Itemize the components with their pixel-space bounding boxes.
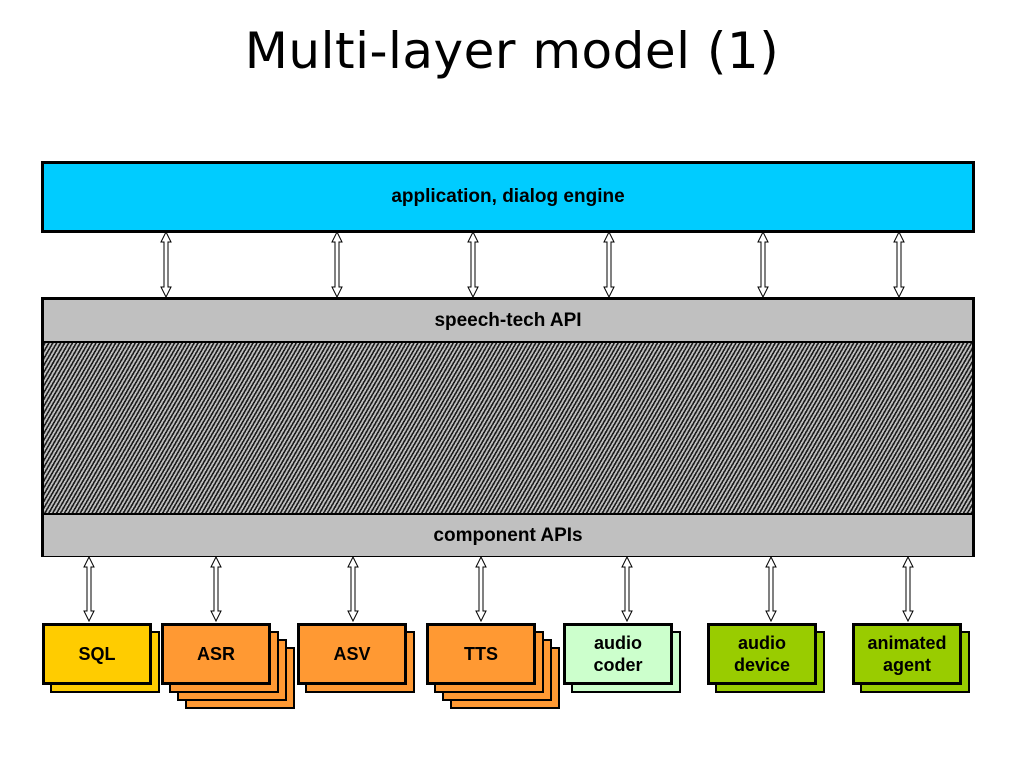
component-audio-coder: audio coder <box>563 623 691 693</box>
upper-connector-arrow-3 <box>467 230 479 299</box>
component-animated-agent: animated agent <box>852 623 980 693</box>
application-layer-label: application, dialog engine <box>391 186 625 207</box>
component-sql: SQL <box>42 623 170 693</box>
upper-connector-arrow-1 <box>160 230 172 299</box>
upper-connector-arrow-2 <box>331 230 343 299</box>
component-label: ASV <box>297 623 407 685</box>
component-label: animated agent <box>852 623 962 685</box>
speech-tech-api-band: speech-tech API <box>44 300 972 343</box>
hatched-middleware <box>44 343 972 513</box>
lower-connector-arrow-6 <box>765 555 777 623</box>
lower-connector-arrow-4 <box>475 555 487 623</box>
upper-connector-arrow-6 <box>893 230 905 299</box>
speech-tech-api-label: speech-tech API <box>434 309 582 331</box>
lower-connector-arrow-2 <box>210 555 222 623</box>
component-asr: ASR <box>161 623 295 709</box>
slide-title: Multi-layer model (1) <box>244 22 780 80</box>
component-label: audio device <box>707 623 817 685</box>
component-label: SQL <box>42 623 152 685</box>
lower-connector-arrow-5 <box>621 555 633 623</box>
component-audio-device: audio device <box>707 623 835 693</box>
component-tts: TTS <box>426 623 560 709</box>
component-asv: ASV <box>297 623 425 693</box>
component-apis-band: component APIs <box>44 513 972 556</box>
middleware-block: speech-tech API component APIs <box>41 297 975 557</box>
lower-connector-arrow-7 <box>902 555 914 623</box>
application-layer: application, dialog engine <box>41 161 975 233</box>
lower-connector-arrow-3 <box>347 555 359 623</box>
component-label: audio coder <box>563 623 673 685</box>
component-label: ASR <box>161 623 271 685</box>
upper-connector-arrow-4 <box>603 230 615 299</box>
component-label: TTS <box>426 623 536 685</box>
component-apis-label: component APIs <box>433 524 583 546</box>
upper-connector-arrow-5 <box>757 230 769 299</box>
lower-connector-arrow-1 <box>83 555 95 623</box>
